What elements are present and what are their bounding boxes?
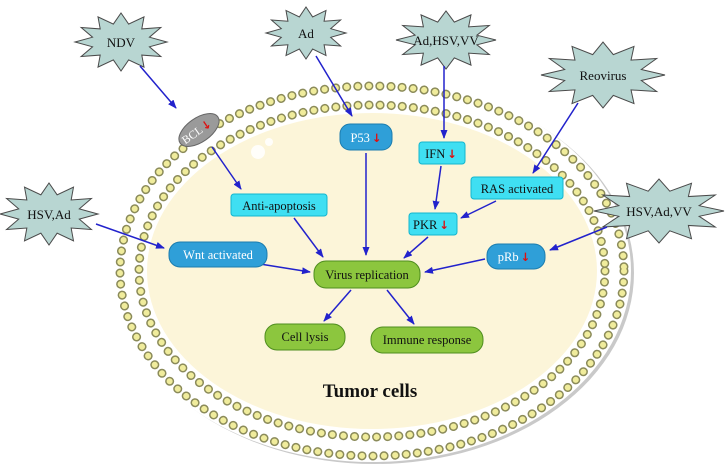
virus-replication-label: Virus replication (325, 268, 409, 282)
arrow-ifn-to-pkr (432, 165, 442, 210)
virus-bursts: NDV Ad Ad,HSV,VV Reovirus HSV,Ad HSV,Ad,… (0, 7, 724, 245)
p53-label: P53↓ (350, 131, 381, 145)
pkr-node: PKR↓ (408, 212, 458, 236)
prb-label: pRb↓ (498, 250, 530, 264)
arrow-prb-to-virus-replication (424, 258, 486, 274)
arrow-virus-replication-to-cell-lysis (323, 289, 352, 322)
pkr-label: PKR↓ (413, 218, 449, 232)
hsv-ad-vv-virus-burst-shape (594, 179, 724, 243)
cell-lysis-node: Cell lysis (264, 323, 346, 351)
arrow-bcl-to-anti-apoptosis (211, 146, 242, 190)
cell-membrane-outer-ring (117, 83, 627, 459)
immune-response-label: Immune response (383, 333, 472, 347)
arrow-hsv-ad-vv-to-prb (549, 226, 608, 251)
wnt-activated-node: Wnt activated (168, 241, 268, 268)
arrow-wnt-to-virus-replication (259, 263, 311, 275)
wnt-activated-label: Wnt activated (183, 248, 254, 262)
ad-virus-label: Ad (298, 26, 314, 41)
anti-apoptosis-label: Anti-apoptosis (242, 199, 316, 213)
ndv-virus-label: NDV (107, 35, 136, 50)
ras-activated-node: RAS activated (470, 176, 564, 200)
arrow-ndv-to-bcl (139, 65, 177, 109)
prb-node: pRb↓ (486, 243, 546, 270)
ad-hsv-vv-virus-burst-shape (396, 11, 496, 69)
p53-node: P53↓ (339, 123, 393, 151)
hsv-ad-vv-virus-label: HSV,Ad,VV (626, 204, 692, 219)
anti-apoptosis-node: Anti-apoptosis (230, 193, 328, 217)
hsv-ad-virus-burst-shape (0, 183, 98, 245)
ifn-node: IFN↓ (418, 141, 466, 165)
pathway-arrows (95, 55, 608, 325)
immune-response-node: Immune response (370, 326, 484, 354)
ras-activated-label: RAS activated (481, 182, 554, 196)
hsv-ad-virus-label: HSV,Ad (27, 207, 71, 222)
figure-title: Tumor cells (323, 381, 417, 402)
virus-replication-node: Virus replication (313, 260, 421, 289)
ndv-virus-burst-shape (75, 13, 167, 71)
reovirus-burst-shape (541, 42, 665, 108)
arrow-reovirus-to-ras (532, 102, 579, 174)
bcl-node: BCL↓ (178, 113, 220, 147)
reovirus-label: Reovirus (580, 68, 627, 83)
cell-membrane-inner-ring (136, 102, 608, 440)
arrow-pkr-to-virus-replication (403, 236, 429, 259)
arrow-ad-to-p53 (315, 55, 353, 117)
cytoplasm-bubble (251, 145, 265, 159)
arrow-anti-apoptosis-to-virus-replication (293, 217, 324, 258)
arrow-virus-replication-to-immune-response (386, 289, 415, 325)
cytoplasm-bubble (265, 138, 273, 146)
ad-hsv-vv-virus-label: Ad,HSV,VV (413, 33, 479, 48)
arrow-hsv-ad-to-wnt (95, 223, 165, 249)
arrow-ras-to-pkr (460, 200, 497, 219)
ad-virus-burst-shape (266, 7, 346, 59)
ifn-label: IFN↓ (425, 147, 457, 161)
cell-lysis-label: Cell lysis (282, 330, 329, 344)
